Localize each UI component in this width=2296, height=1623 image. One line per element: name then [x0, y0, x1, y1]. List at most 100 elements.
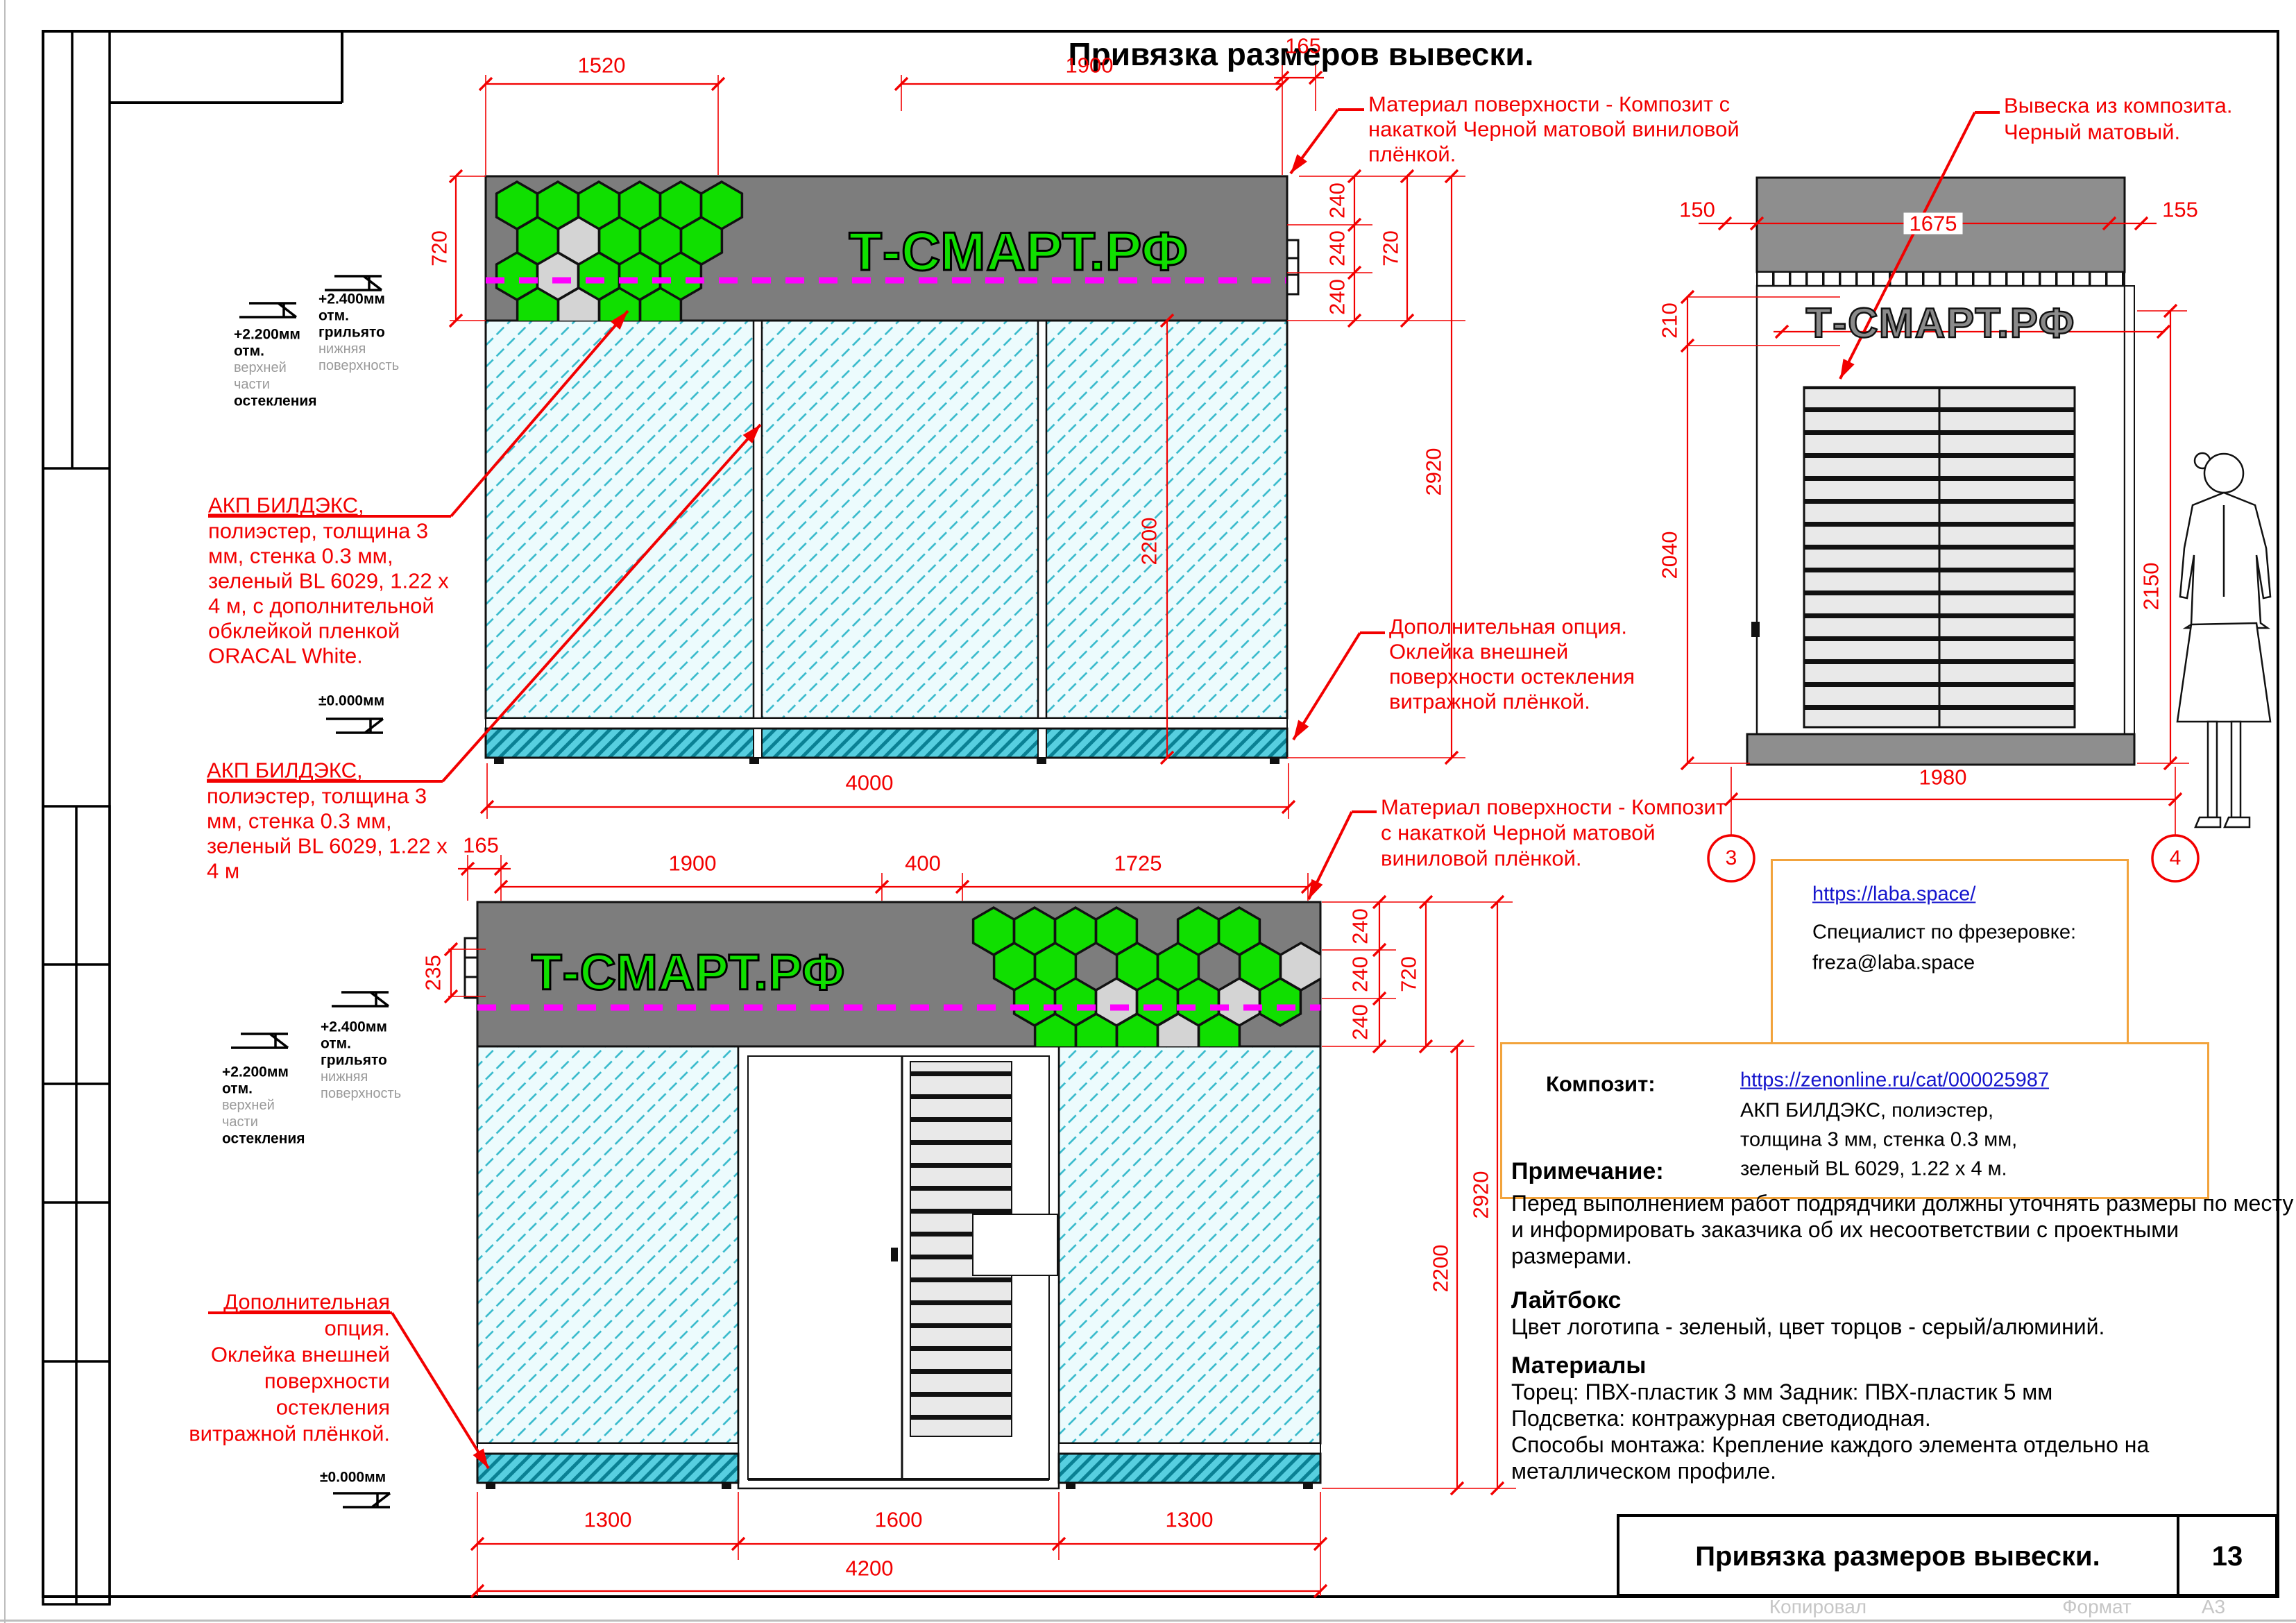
- hex-pattern-bottom: [971, 906, 1320, 1046]
- dim-1520: 1520: [577, 53, 626, 78]
- ann-option-bot-4: поверхности: [264, 1368, 390, 1393]
- ann-option-bot-3: Оклейка внешней: [210, 1342, 390, 1367]
- lightbox-heading: Лайтбокс: [1511, 1287, 1622, 1314]
- ann-akp1-3: мм, стенка 0.3 мм,: [208, 543, 393, 568]
- dim-235: 235: [420, 955, 445, 991]
- lvl-2200b-5: остекления: [222, 1130, 305, 1147]
- spec-line-1: Специалист по фрезеровке:: [1812, 921, 2077, 944]
- level-mark-icon: [333, 1492, 391, 1509]
- base-panel-right: [1057, 1452, 1322, 1484]
- ann-akp2-2: полиэстер, толщина 3: [207, 783, 427, 808]
- dimension-annotations: [207, 62, 2200, 1599]
- dim-1980: 1980: [1919, 765, 1967, 790]
- ann-material-bot-1: Материал поверхности - Композит: [1381, 794, 1726, 819]
- axis-3: 3: [1725, 847, 1737, 869]
- logo-front-bottom: Т-СМАРТ.РФ: [530, 945, 846, 1001]
- dim-150: 150: [1679, 197, 1715, 222]
- hex-green: [699, 180, 744, 231]
- lvl-2200a-4: части: [234, 377, 270, 392]
- link-laba[interactable]: https://laba.space/: [1812, 883, 1976, 906]
- ann-akp2-5: 4 м: [207, 858, 240, 883]
- hex-pattern-top: [495, 180, 744, 321]
- footer-format-value: А3: [2201, 1596, 2226, 1617]
- ann-material-top-1: Материал поверхности - Композит с: [1368, 92, 1730, 117]
- dim-240-t3: 240: [1325, 279, 1350, 315]
- link-zenonline[interactable]: https://zenonline.ru/cat/000025987: [1740, 1069, 2049, 1091]
- lvl-2400a-1: +2.400мм: [318, 291, 385, 307]
- front-view-top: [484, 175, 1300, 764]
- level-marks: [231, 275, 391, 1509]
- hex-gray: [1156, 1012, 1200, 1046]
- dim-240-b2: 240: [1347, 956, 1372, 992]
- hex-gray: [1279, 941, 1320, 992]
- dim-2200-top: 2200: [1137, 517, 1162, 566]
- ann-akp1-5: 4 м, с дополнительной: [208, 593, 434, 618]
- door-louver: [910, 1061, 1012, 1437]
- dim-240-t2: 240: [1325, 230, 1350, 266]
- lvl-2200a-3: верхней: [234, 360, 287, 375]
- hex-gray: [556, 286, 601, 321]
- dim-210: 210: [1657, 303, 1682, 339]
- glazing-top-view: [484, 319, 1289, 720]
- dim-720-bot: 720: [1396, 956, 1421, 992]
- hex-green: [1053, 906, 1098, 957]
- door-handle: [891, 1248, 898, 1261]
- lvl-2400b-1: +2.400мм: [321, 1019, 387, 1035]
- dim-240-b3: 240: [1347, 1004, 1372, 1040]
- composite-line-2: толщина 3 мм, стенка 0.3 мм,: [1740, 1128, 2018, 1151]
- mullion: [1037, 319, 1048, 720]
- lvl-2400b-2: отм.: [321, 1035, 351, 1052]
- ann-option-top-2: Оклейка внешней: [1389, 639, 1569, 664]
- dim-720-left: 720: [427, 230, 452, 266]
- feet: [486, 1483, 1313, 1489]
- level-mark-icon: [231, 1033, 289, 1049]
- footer-format-label: Формат: [2062, 1596, 2132, 1617]
- dim-2040: 2040: [1657, 531, 1682, 579]
- lvl-2200b-1: +2.200мм: [222, 1064, 289, 1080]
- dim-240-b1: 240: [1347, 908, 1372, 944]
- lvl-2400b-5: поверхность: [321, 1086, 402, 1101]
- ann-akp2-3: мм, стенка 0.3 мм,: [207, 808, 392, 833]
- dim-2150: 2150: [2138, 562, 2163, 611]
- materials-line-4: металлическом профиле.: [1511, 1459, 1777, 1484]
- dim-165-bot: 165: [463, 833, 499, 858]
- kiosk-base: [1746, 733, 2136, 766]
- lvl-2200a-2: отм.: [234, 343, 264, 359]
- composite-line-1: АКП БИЛДЭКС, полиэстер,: [1740, 1099, 1994, 1122]
- level-mark-icon: [239, 302, 298, 318]
- notes-heading: Примечание:: [1511, 1158, 1664, 1184]
- ann-sign-composite-1: Вывеска из композита.: [2004, 93, 2233, 118]
- sheet-edge: [0, 1620, 2296, 1622]
- lvl-2400a-3: грильято: [318, 324, 385, 341]
- ann-akp1-6: обклейкой пленкой: [208, 618, 400, 643]
- dim-1675: 1675: [1903, 212, 1963, 235]
- dim-165-top: 165: [1285, 33, 1321, 58]
- lvl-2400a-2: отм.: [318, 307, 349, 324]
- ann-akp1-2: полиэстер, толщина 3: [208, 518, 429, 543]
- louver-box: [972, 1214, 1058, 1276]
- dim-1300-a: 1300: [584, 1507, 632, 1532]
- composite-label: Композит:: [1546, 1071, 1656, 1096]
- mullion: [752, 319, 763, 720]
- materials-heading: Материалы: [1511, 1352, 1647, 1379]
- feet: [494, 758, 1279, 764]
- level-mark-icon: [325, 275, 383, 291]
- footer-copied: Копировал: [1769, 1596, 1867, 1617]
- titleblock-title: Привязка размеров вывески.: [1695, 1541, 2100, 1572]
- lvl-2200b-2: отм.: [222, 1080, 253, 1097]
- lvl-2200b-3: верхней: [222, 1098, 275, 1113]
- dim-4000: 4000: [845, 770, 894, 795]
- ann-option-top-3: поверхности остекления: [1389, 664, 1635, 689]
- ann-sign-composite-2: Черный матовый.: [2004, 119, 2181, 144]
- sheet-edge: [4, 0, 6, 1623]
- ann-option-top-1: Дополнительная опция.: [1389, 614, 1628, 639]
- dim-720-right: 720: [1378, 230, 1403, 266]
- hex-gray: [1217, 976, 1261, 1028]
- lvl-2200a-1: +2.200мм: [234, 326, 300, 343]
- notes-line-3: размерами.: [1511, 1243, 1633, 1268]
- dim-2200-bot: 2200: [1428, 1244, 1453, 1293]
- glazing-left: [476, 1045, 740, 1445]
- grillato-strip: [1756, 271, 2125, 287]
- lvl-0a: ±0.000мм: [318, 692, 385, 709]
